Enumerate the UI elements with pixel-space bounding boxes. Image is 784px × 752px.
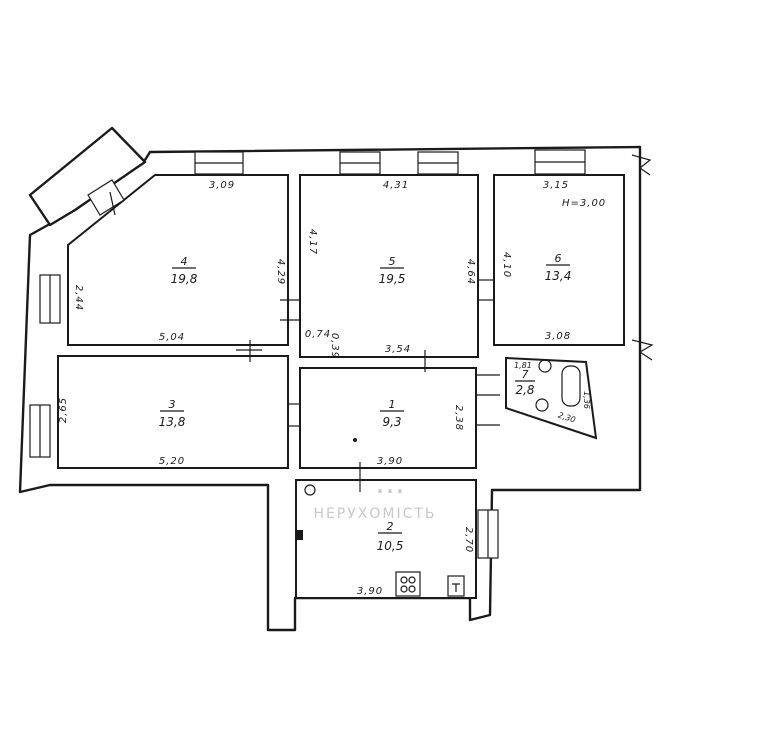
chimney-mark: [297, 530, 303, 540]
room-area: 19,5: [379, 272, 406, 286]
room-area: 13,4: [545, 269, 572, 283]
room-area: 10,5: [377, 539, 404, 553]
svg-text:4,17: 4,17: [307, 229, 318, 255]
room-number: 7: [522, 368, 529, 381]
room-number: 2: [387, 520, 394, 533]
room-number: 1: [389, 398, 396, 411]
windows: [29, 149, 586, 559]
room-5: [299, 174, 479, 358]
room-area: 19,8: [171, 272, 198, 286]
svg-text:2,38: 2,38: [453, 405, 464, 431]
svg-text:4,29: 4,29: [275, 259, 286, 285]
svg-text:3,15: 3,15: [543, 180, 569, 191]
room-6: [493, 174, 625, 346]
svg-text:3,09: 3,09: [209, 180, 235, 191]
svg-text:3,54: 3,54: [385, 344, 411, 355]
svg-text:5,04: 5,04: [159, 332, 185, 343]
room-area: 2,8: [515, 383, 534, 397]
dimension-labels: 3,09 4,29 5,04 2,44 4,31 4,17 4,64 3,54 …: [58, 180, 591, 597]
svg-text:3,90: 3,90: [357, 586, 383, 597]
svg-text:1,36: 1,36: [582, 391, 591, 409]
svg-text:2,70: 2,70: [463, 527, 474, 553]
wall-break-top: [631, 154, 652, 176]
wall-break-bottom: [631, 339, 654, 361]
room-area: 9,3: [382, 415, 401, 429]
svg-text:5,20: 5,20: [159, 456, 185, 467]
room-number: 6: [555, 252, 562, 265]
svg-text:3,90: 3,90: [377, 456, 403, 467]
room-7: [505, 356, 598, 440]
room-3: [57, 355, 289, 469]
svg-text:4,31: 4,31: [383, 180, 409, 191]
svg-text:4,10: 4,10: [501, 252, 512, 278]
svg-text:0,74: 0,74: [305, 329, 331, 340]
svg-text:3,08: 3,08: [545, 331, 571, 342]
svg-text:4,64: 4,64: [465, 259, 476, 285]
door-marks: [109, 191, 500, 492]
svg-text:…: …: [375, 466, 405, 501]
room-4: [67, 174, 289, 346]
room-labels: 4 19,8 5 19,5 6 13,4 3 13,8 1 9,3 2 10,5…: [159, 252, 572, 553]
svg-text:2,65: 2,65: [58, 397, 69, 423]
svg-text:2,44: 2,44: [73, 285, 84, 311]
kitchen-fixtures: [297, 438, 465, 597]
room-number: 4: [181, 255, 188, 268]
meter-dot: [353, 438, 357, 442]
room-area: 13,8: [159, 415, 186, 429]
room-1: [299, 367, 477, 469]
ceiling-height-label: H=3,00: [562, 198, 606, 209]
bathroom-fixtures: [535, 359, 581, 412]
svg-text:0,39: 0,39: [329, 333, 340, 359]
room-2: [295, 479, 477, 599]
room-number: 5: [389, 255, 396, 268]
room-number: 3: [169, 398, 176, 411]
svg-text:НЕРУХОМІСТЬ: НЕРУХОМІСТЬ: [313, 506, 436, 522]
watermark: … НЕРУХОМІСТЬ: [313, 466, 436, 522]
svg-text:1,81: 1,81: [514, 361, 532, 370]
